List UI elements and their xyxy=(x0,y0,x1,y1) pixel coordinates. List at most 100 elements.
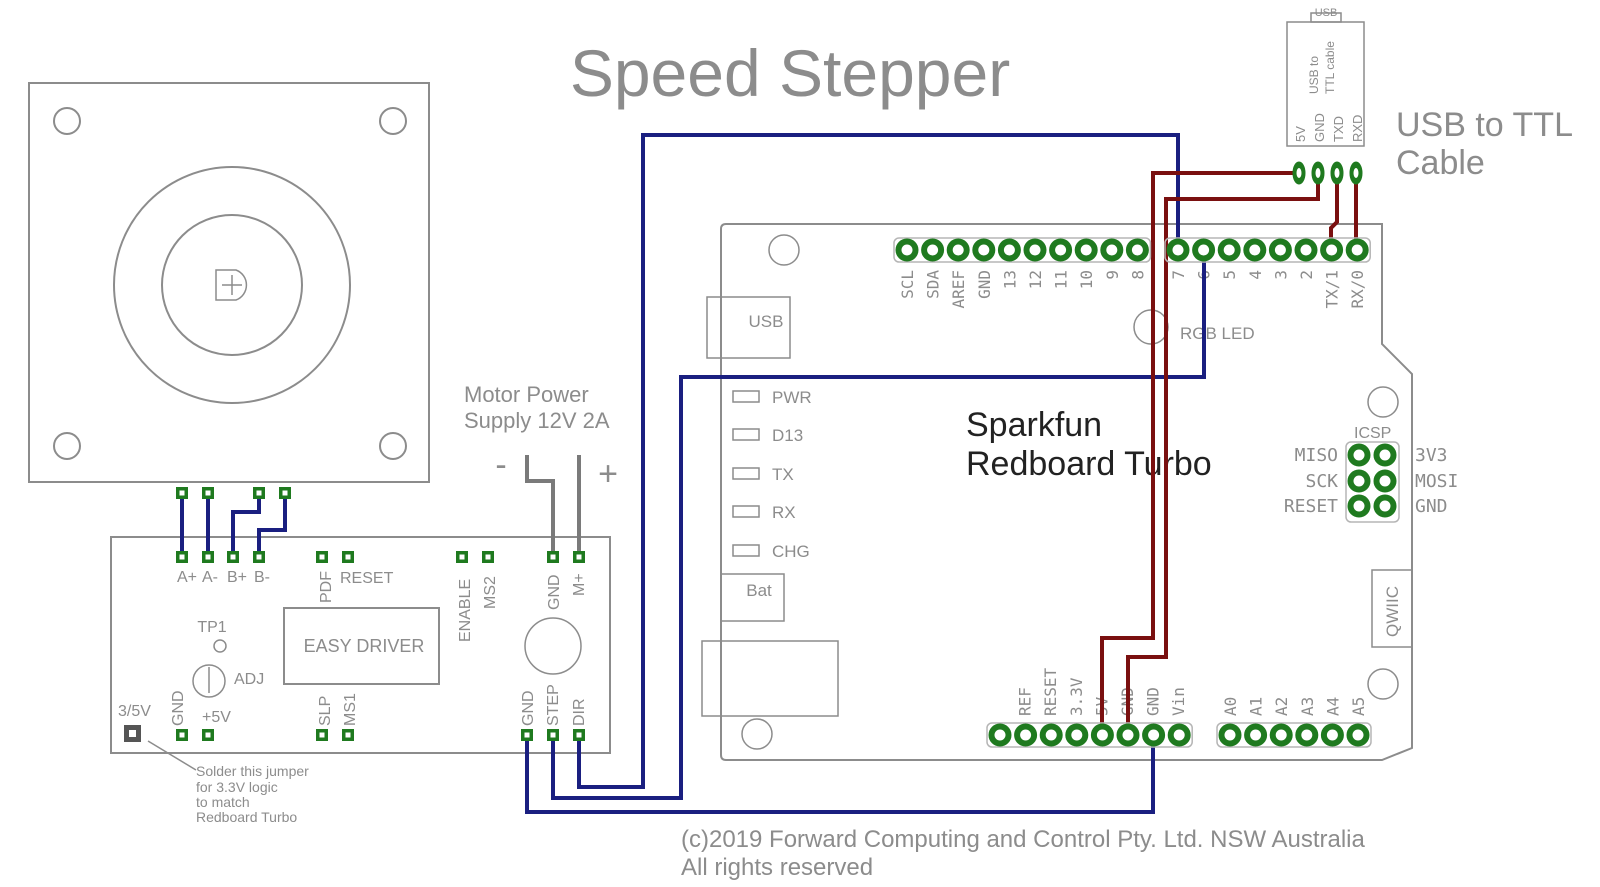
jumper-note-line-1: Solder this jumper xyxy=(196,763,309,779)
analog-label-a4: A4 xyxy=(1323,697,1342,716)
wires xyxy=(180,133,1358,814)
reset-label: RESET xyxy=(340,570,394,587)
icsp-sck: SCK xyxy=(1305,471,1338,492)
header-pad-13 xyxy=(997,238,1021,262)
analog-label-a1: A1 xyxy=(1247,697,1266,716)
pads xyxy=(176,161,1400,748)
icsp-pad-l0 xyxy=(1347,443,1371,467)
header-pad-8 xyxy=(1125,238,1149,262)
wire-step-to-d6 xyxy=(551,250,1206,800)
analog-pad-a5 xyxy=(1346,723,1370,747)
wire-supply-minus xyxy=(525,455,555,557)
usb-ttl-caption-1: USB to TTL xyxy=(1396,106,1573,144)
icsp-miso: MISO xyxy=(1295,445,1338,466)
icsp-gnd: GND xyxy=(1415,496,1448,517)
header-pad-gnd xyxy=(972,238,996,262)
header-label-sda: SDA xyxy=(924,270,943,299)
motor-power-minus: - xyxy=(495,446,506,484)
header-pad-d3 xyxy=(1243,238,1267,262)
board-name-line-1: Sparkfun xyxy=(966,406,1102,444)
redboard-turbo: USB RGB LED PWR D13 TX RX CHG Bat QWIIC … xyxy=(701,223,1458,761)
header-label-d3: 4 xyxy=(1246,270,1265,280)
power-pad-6 xyxy=(1142,723,1166,747)
header-label-d5: 2 xyxy=(1297,270,1316,280)
wire-usb-5v xyxy=(1100,171,1299,735)
copyright-line-2: All rights reserved xyxy=(681,854,873,881)
icsp-label: ICSP xyxy=(1354,425,1391,442)
power-label-2: 3.3V xyxy=(1067,677,1086,716)
easy-driver-board: EASY DRIVER TP1 ADJ A+ A- B+ B- PDF RESE… xyxy=(110,536,611,771)
header-pad-d6 xyxy=(1320,238,1344,262)
header-label-12: 12 xyxy=(1026,270,1045,289)
icsp-pad-r0 xyxy=(1373,443,1397,467)
enable-label: ENABLE xyxy=(457,579,474,642)
analog-label-a0: A0 xyxy=(1221,697,1240,716)
analog-pad-a1 xyxy=(1244,723,1268,747)
wire-gnd-to-board xyxy=(525,735,1155,814)
usb-cable-pad-1 xyxy=(1311,161,1325,185)
usb-cable-pad-0 xyxy=(1292,161,1306,185)
digital-header-right xyxy=(1164,237,1371,263)
ms2-label: MS2 xyxy=(482,576,499,609)
header-pad-aref xyxy=(946,238,970,262)
power-pad-4 xyxy=(1090,723,1114,747)
header-pad-d2 xyxy=(1217,238,1241,262)
analog-label-a5: A5 xyxy=(1349,697,1368,716)
pin-label-a-plus: A+ xyxy=(177,569,197,586)
analog-label-a2: A2 xyxy=(1272,697,1291,716)
header-label-11: 11 xyxy=(1052,270,1071,289)
power-label-1: RESET xyxy=(1041,667,1060,716)
usb-cable-top-label: USB xyxy=(1315,7,1338,19)
icsp-pad-l1 xyxy=(1347,469,1371,493)
power-pad-0 xyxy=(988,723,1012,747)
header-pad-d4 xyxy=(1268,238,1292,262)
led-d13-label: D13 xyxy=(772,426,803,445)
header-pad-d1 xyxy=(1192,238,1216,262)
header-pad-scl xyxy=(895,238,919,262)
led-pwr-label: PWR xyxy=(772,388,812,407)
header-pad-d7 xyxy=(1345,238,1369,262)
analog-header xyxy=(1216,722,1372,748)
usb-pin-txd: TXD xyxy=(1331,116,1346,142)
power-header xyxy=(986,722,1193,748)
usb-pin-rxd: RXD xyxy=(1350,115,1365,142)
usb-pin-gnd: GND xyxy=(1312,113,1327,142)
header-label-10: 10 xyxy=(1077,270,1096,289)
jumper-note-line-3: to match xyxy=(196,794,250,810)
analog-pad-a4 xyxy=(1320,723,1344,747)
wire-usb-gnd xyxy=(1126,173,1320,735)
m-plus-label: M+ xyxy=(571,573,588,596)
header-pad-10 xyxy=(1074,238,1098,262)
power-label-0: REF xyxy=(1016,687,1035,716)
power-pad-2 xyxy=(1039,723,1063,747)
v35-label: 3/5V xyxy=(118,703,151,720)
icsp-3v3: 3V3 xyxy=(1415,445,1448,466)
tp1-label: TP1 xyxy=(197,619,226,636)
dir-label: DIR xyxy=(571,698,588,726)
power-label-5: GND xyxy=(1144,687,1163,716)
header-label-d4: 3 xyxy=(1271,270,1290,280)
header-pad-11 xyxy=(1049,238,1073,262)
icsp-header xyxy=(1345,441,1400,523)
jumper-note-line-4: Redboard Turbo xyxy=(196,809,297,825)
usb-ttl-caption-2: Cable xyxy=(1396,144,1485,182)
icsp-pad-r1 xyxy=(1373,469,1397,493)
wire-b-minus xyxy=(257,493,287,557)
analog-pad-a3 xyxy=(1295,723,1319,747)
usb-cable-pad-3 xyxy=(1349,161,1363,185)
board-usb-label: USB xyxy=(749,312,784,331)
power-label-6: Vin xyxy=(1169,687,1188,716)
pin-label-b-plus: B+ xyxy=(227,569,247,586)
usb-cable-body-1: USB to xyxy=(1307,56,1321,94)
header-label-8: 8 xyxy=(1128,270,1147,280)
led-tx-label: TX xyxy=(772,465,794,484)
usb-pin-5v: 5V xyxy=(1293,126,1308,142)
header-pad-sda xyxy=(921,238,945,262)
copyright-line-1: (c)2019 Forward Computing and Control Pt… xyxy=(681,826,1366,853)
gnd-top-label: GND xyxy=(546,574,563,610)
diagram-title: Speed Stepper xyxy=(570,36,1010,110)
rgb-led-label: RGB LED xyxy=(1180,324,1255,343)
header-label-9: 9 xyxy=(1103,270,1122,280)
led-chg-label: CHG xyxy=(772,542,810,561)
wire-b-plus xyxy=(231,493,261,557)
